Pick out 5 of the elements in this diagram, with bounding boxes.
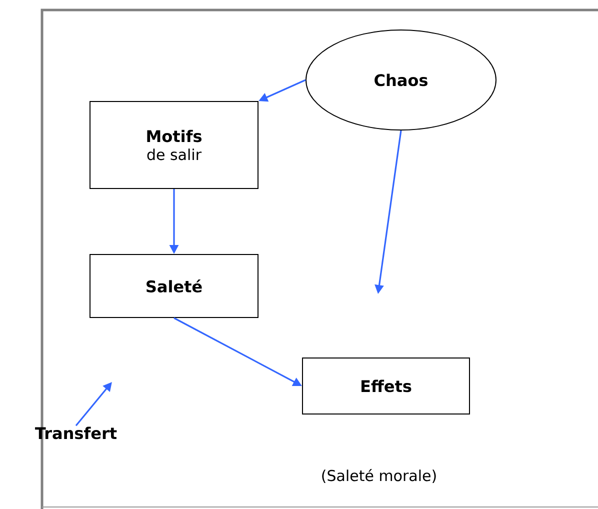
- process-box: Effets: [302, 358, 470, 414]
- process-box: Saleté: [90, 254, 258, 318]
- note-text: (Saleté morale): [322, 469, 436, 483]
- bare-text: Transfert: [35, 426, 117, 440]
- process-box: Motifs de salir: [90, 101, 258, 189]
